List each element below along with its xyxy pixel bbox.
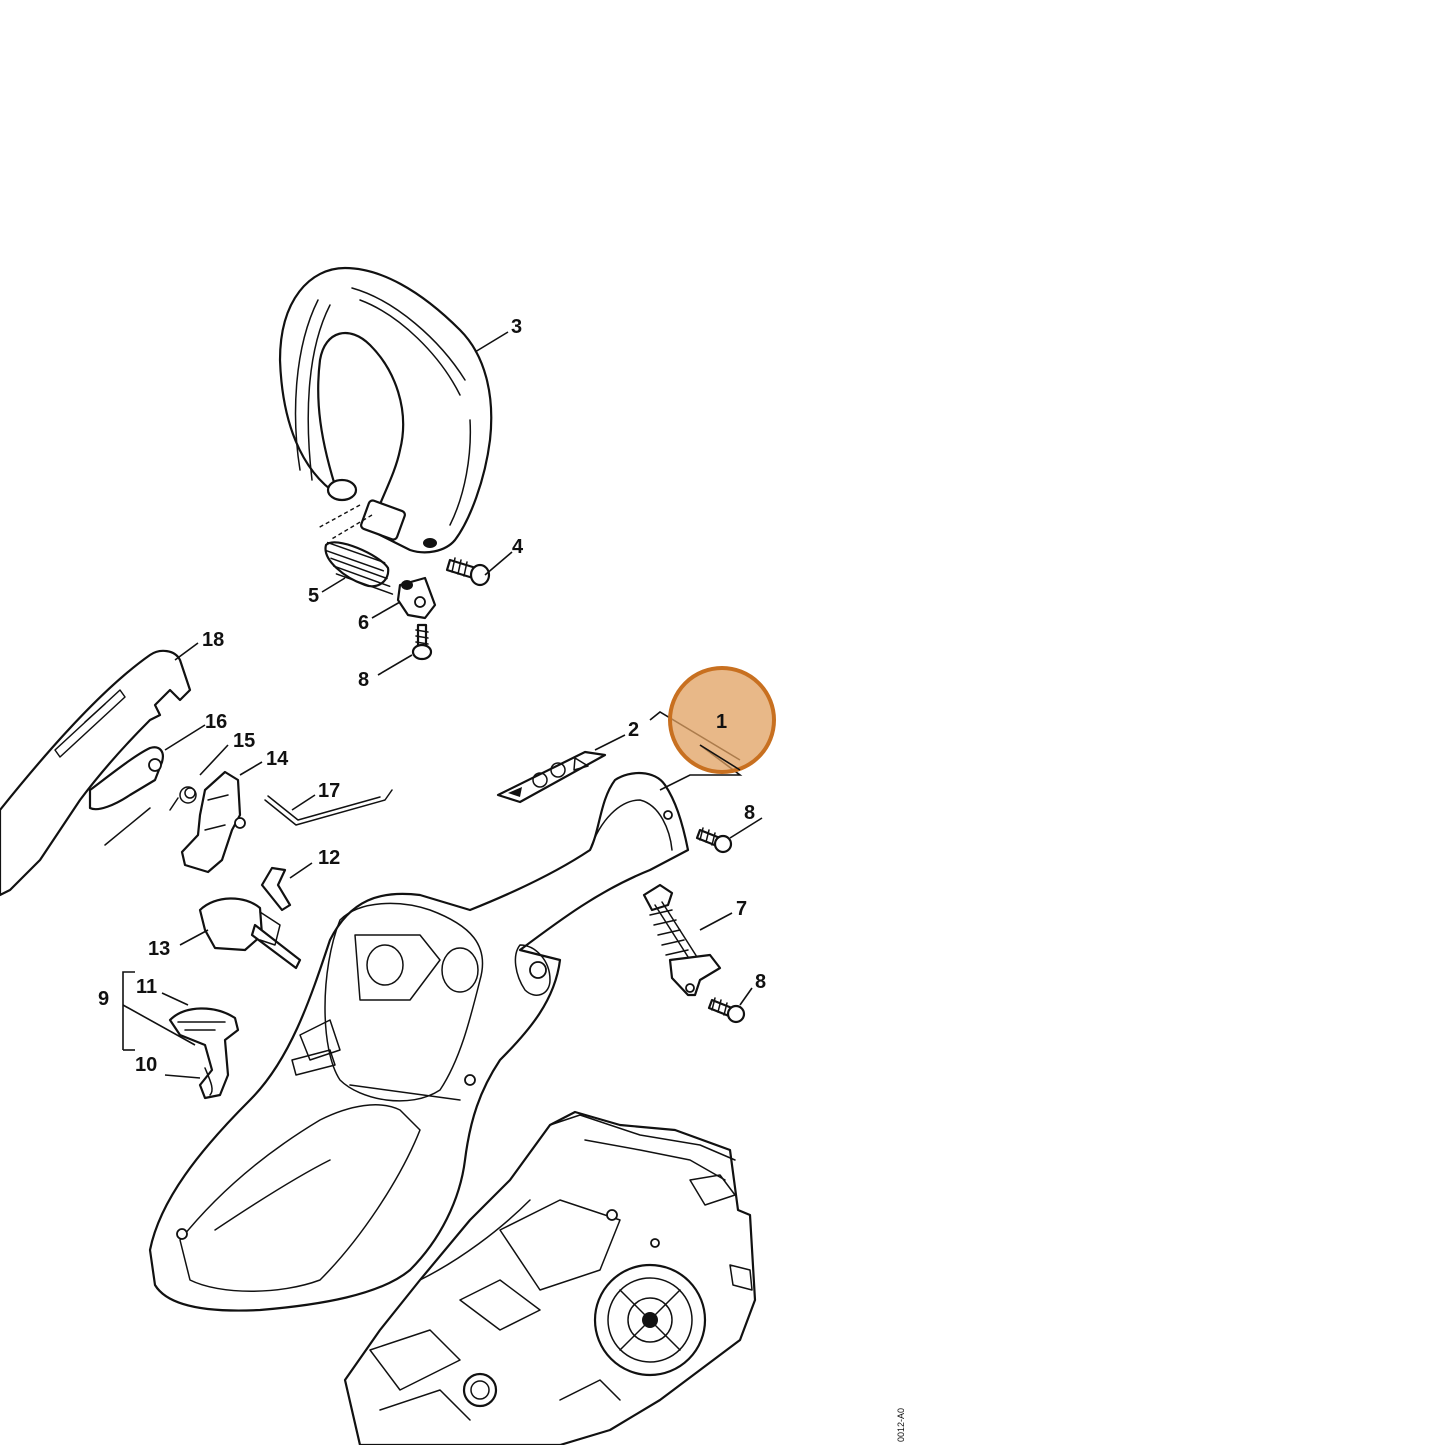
label-plate-2 (496, 750, 607, 804)
callout-10[interactable]: 10 (135, 1054, 157, 1076)
trigger-14 (180, 770, 246, 874)
clip-12 (260, 866, 292, 912)
bracket-6 (396, 576, 437, 620)
leader-5 (321, 577, 346, 593)
callout-5[interactable]: 5 (308, 585, 319, 607)
front-handlebar (278, 266, 493, 554)
highlight-circle[interactable] (668, 666, 776, 774)
leader-8a (377, 654, 413, 676)
leader-3 (474, 331, 509, 353)
callout-8-right-lower[interactable]: 8 (755, 971, 766, 993)
engine-crankcase (343, 1110, 757, 1445)
leader-11 (161, 992, 189, 1006)
reference-code: 0012-A0 (896, 1408, 906, 1442)
callout-15[interactable]: 15 (233, 730, 255, 752)
rod-17 (264, 789, 393, 826)
callout-7[interactable]: 7 (736, 898, 747, 920)
callout-9[interactable]: 9 (98, 988, 109, 1010)
callout-1[interactable]: 1 (716, 711, 727, 733)
leader-6 (371, 601, 401, 619)
buffer-7 (642, 883, 722, 997)
leader-8b (729, 817, 763, 839)
screw-4 (445, 557, 491, 587)
callout-16[interactable]: 16 (205, 711, 227, 733)
leader-17 (291, 794, 316, 811)
screw-8-right-upper (695, 827, 733, 854)
leader-10 (164, 1074, 201, 1079)
callout-18[interactable]: 18 (202, 629, 224, 651)
callout-13[interactable]: 13 (148, 938, 170, 960)
callout-labels: 1 2 3 4 5 6 7 8 8 8 9 10 11 12 13 14 15 … (98, 316, 766, 1076)
leader-2 (594, 734, 626, 751)
leader-18 (174, 642, 199, 661)
callout-3[interactable]: 3 (511, 316, 522, 338)
callout-11[interactable]: 11 (136, 976, 157, 998)
callout-6[interactable]: 6 (358, 612, 369, 634)
leader-15 (199, 744, 229, 776)
leader-13 (179, 929, 209, 946)
callout-2[interactable]: 2 (628, 719, 639, 741)
callout-12[interactable]: 12 (318, 847, 340, 869)
leader-8c (739, 987, 753, 1006)
callout-4[interactable]: 4 (512, 536, 524, 558)
cover-18 (0, 649, 192, 897)
leader-9c (122, 1004, 196, 1046)
leader-12 (289, 862, 313, 879)
spring-15 (169, 786, 197, 811)
screw-8-right-lower (707, 997, 746, 1024)
callout-8-top[interactable]: 8 (358, 669, 369, 691)
contact-assembly-9-10-11 (168, 1007, 240, 1100)
callout-14[interactable]: 14 (266, 748, 289, 770)
handle-housing-1 (148, 772, 690, 1312)
callout-8-right-upper[interactable]: 8 (744, 802, 755, 824)
leader-14 (239, 761, 263, 776)
callout-17[interactable]: 17 (318, 780, 340, 802)
switch-13 (198, 897, 302, 970)
leader-9 (122, 971, 135, 1050)
lever-16 (88, 746, 164, 846)
leader-1-inner (699, 744, 741, 771)
leader-16 (164, 724, 206, 751)
leader-7 (699, 912, 733, 931)
leader-4 (484, 551, 513, 576)
spring-5 (324, 541, 394, 595)
screw-8-top (411, 623, 433, 661)
